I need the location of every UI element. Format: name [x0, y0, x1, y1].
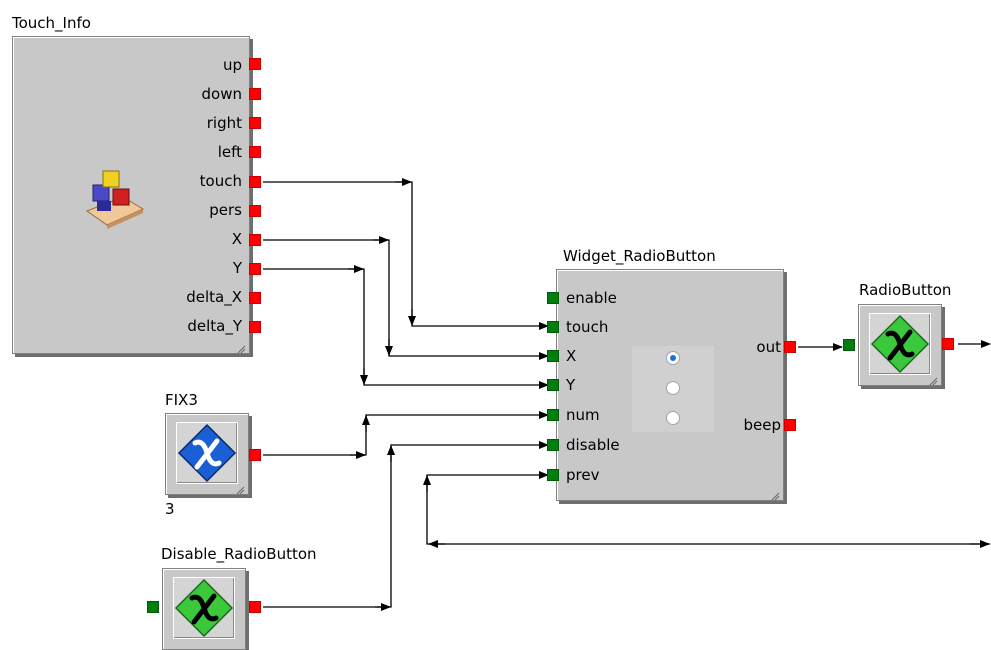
output-port-x[interactable]	[249, 234, 261, 246]
radio-preview-panel	[632, 346, 714, 432]
port-label-x-in: X	[566, 347, 577, 365]
wire-x	[263, 239, 549, 360]
disable-radiobutton-title: Disable_RadioButton	[161, 545, 317, 563]
output-port-disable-radiobutton[interactable]	[249, 601, 261, 613]
port-label-disable: disable	[566, 436, 620, 454]
resize-grip-icon[interactable]	[236, 340, 246, 354]
radiobutton-title: RadioButton	[859, 281, 952, 299]
port-label-touch: touch	[199, 172, 242, 190]
green-diamond-function-icon	[174, 578, 234, 638]
port-label-delta-y: delta_Y	[187, 317, 242, 335]
input-port-prev[interactable]	[547, 469, 559, 481]
input-port-disable[interactable]	[547, 439, 559, 451]
radio-option-2	[666, 381, 680, 395]
port-label-delta-x: delta_X	[186, 288, 242, 306]
input-port-disable-radiobutton[interactable]	[147, 601, 159, 613]
fix3-title: FIX3	[165, 391, 198, 409]
port-label-num: num	[566, 406, 600, 424]
port-label-out: out	[756, 338, 781, 356]
input-port-touch[interactable]	[547, 321, 559, 333]
port-label-down: down	[201, 85, 242, 103]
resize-grip-icon[interactable]	[928, 372, 938, 386]
wire-prev	[426, 471, 990, 545]
widget-radiobutton-block[interactable]	[556, 269, 784, 501]
output-port-beep[interactable]	[784, 419, 796, 431]
output-port-y[interactable]	[249, 263, 261, 275]
resize-grip-icon[interactable]	[770, 487, 780, 501]
radiobutton-block[interactable]	[858, 304, 942, 386]
port-label-y: Y	[232, 259, 242, 277]
port-label-left: left	[217, 143, 242, 161]
wire-num	[263, 411, 549, 456]
port-label-prev: prev	[566, 466, 600, 484]
input-port-radiobutton[interactable]	[843, 339, 855, 351]
output-port-out[interactable]	[784, 341, 796, 353]
touch-info-title: Touch_Info	[12, 14, 91, 32]
radio-option-3	[666, 411, 680, 425]
blue-diamond-constant-icon	[177, 423, 237, 483]
wire-y	[263, 268, 549, 389]
output-port-right[interactable]	[249, 117, 261, 129]
output-port-radiobutton[interactable]	[942, 338, 954, 350]
green-diamond-function-icon	[870, 314, 930, 374]
input-port-num[interactable]	[547, 409, 559, 421]
output-port-delta-x[interactable]	[249, 292, 261, 304]
output-port-up[interactable]	[249, 58, 261, 70]
input-port-x[interactable]	[547, 350, 559, 362]
input-port-y[interactable]	[547, 379, 559, 391]
port-label-enable: enable	[566, 289, 617, 307]
port-label-beep: beep	[743, 416, 782, 434]
disable-radiobutton-block[interactable]	[162, 568, 246, 650]
touch-info-block[interactable]	[12, 36, 250, 354]
port-label-right: right	[206, 114, 242, 132]
output-port-delta-y[interactable]	[249, 321, 261, 333]
output-port-left[interactable]	[249, 146, 261, 158]
widget-radiobutton-title: Widget_RadioButton	[563, 247, 716, 265]
input-port-enable[interactable]	[547, 292, 559, 304]
resize-grip-icon[interactable]	[235, 481, 245, 495]
port-label-pers: pers	[209, 201, 242, 219]
port-label-touch-in: touch	[566, 318, 609, 336]
cubes-on-tray-icon	[85, 170, 145, 229]
radio-option-1	[666, 351, 680, 365]
output-port-touch[interactable]	[249, 176, 261, 188]
fix3-value: 3	[165, 500, 175, 518]
output-port-fix3[interactable]	[249, 449, 261, 461]
wire-touch	[263, 181, 549, 330]
port-label-x: X	[231, 230, 242, 248]
wire-disable	[263, 441, 549, 608]
port-label-y-in: Y	[566, 376, 576, 394]
output-port-down[interactable]	[249, 88, 261, 100]
port-label-up: up	[222, 56, 242, 74]
fix3-block[interactable]	[165, 413, 249, 495]
output-port-pers[interactable]	[249, 205, 261, 217]
